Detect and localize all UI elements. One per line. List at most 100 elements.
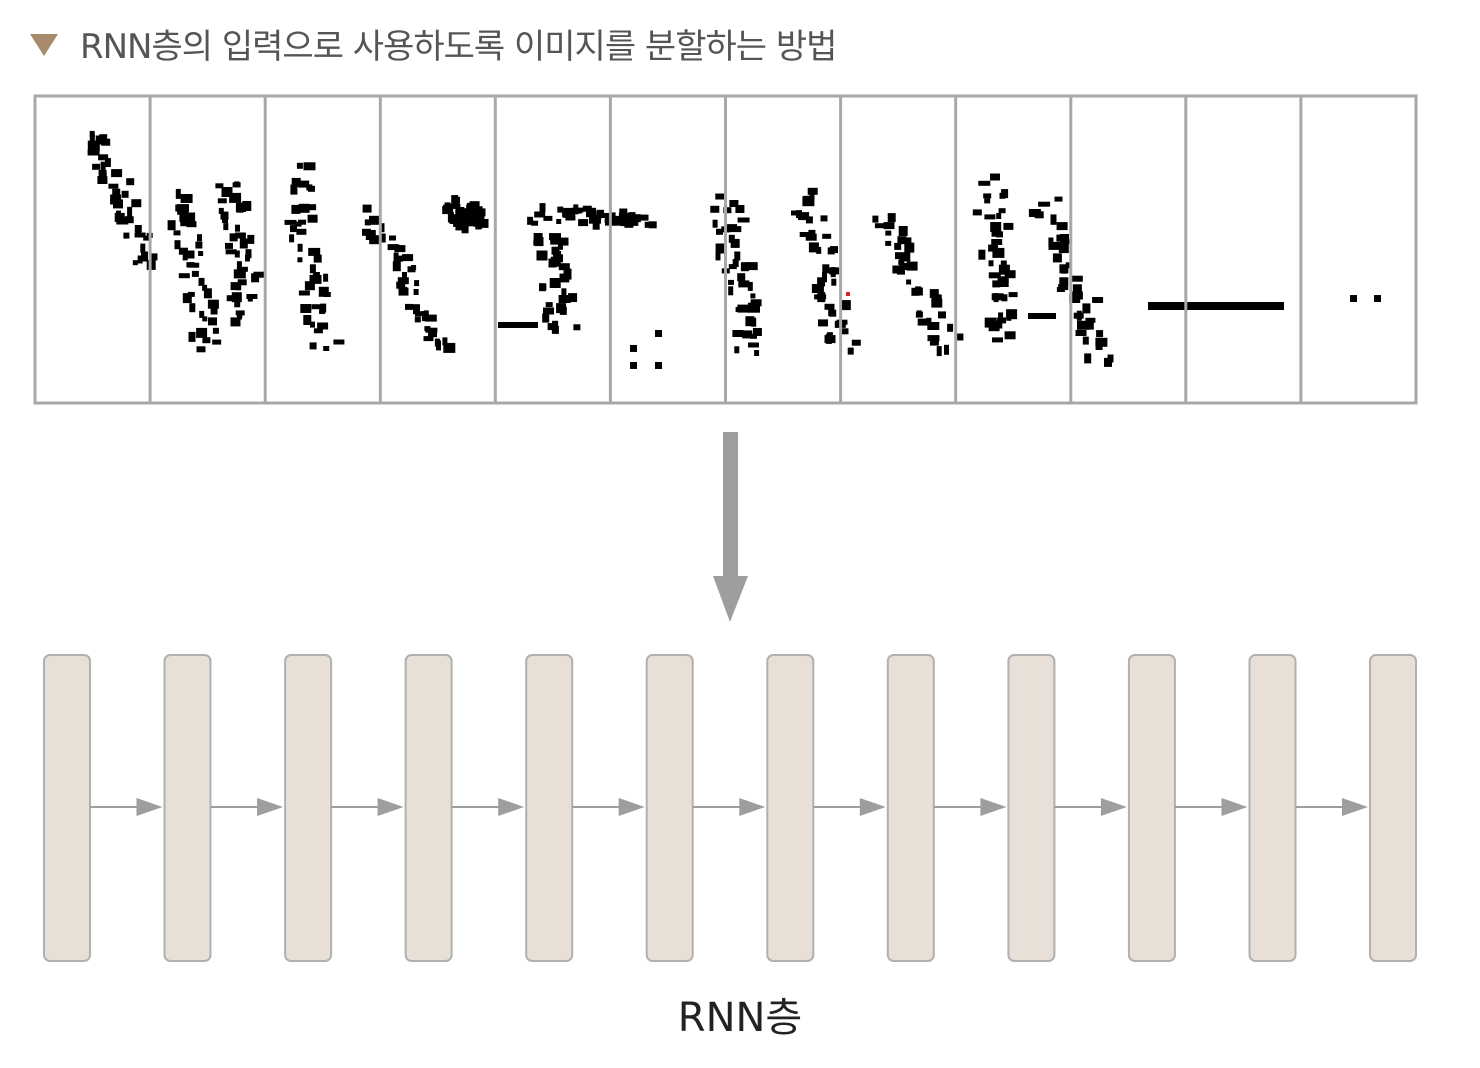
rnn-cell xyxy=(1248,654,1297,962)
ink-pixel xyxy=(323,346,330,351)
ink-pixel xyxy=(476,218,489,228)
ink-pixel xyxy=(173,230,181,236)
ink-pixel xyxy=(549,233,561,241)
ink-pixel xyxy=(177,204,189,213)
ink-pixel xyxy=(1082,303,1091,314)
rnn-cell xyxy=(163,654,212,962)
rnn-link-arrowhead xyxy=(739,798,766,816)
ink-pixel xyxy=(413,289,419,295)
rnn-link-arrowhead xyxy=(618,798,645,816)
ink-pixel xyxy=(897,268,905,275)
ink-pixel xyxy=(124,216,134,224)
ink-pixel xyxy=(389,235,396,241)
ink-pixel xyxy=(750,293,756,299)
ink-pixel xyxy=(818,319,828,327)
ink-pixel xyxy=(992,337,1003,343)
ink-pixel xyxy=(230,282,240,291)
ink-pixel xyxy=(887,213,896,223)
ink-pixel xyxy=(737,273,746,282)
ink-pixel xyxy=(553,251,561,258)
rnn-link-arrowhead xyxy=(980,798,1007,816)
rnn-cell xyxy=(886,654,935,962)
ink-pixel xyxy=(1072,284,1082,295)
ink-pixel xyxy=(824,335,836,344)
ink-pixel xyxy=(820,215,828,222)
ink-pixel xyxy=(297,257,303,263)
ink-pixel xyxy=(333,339,345,345)
ink-pixel xyxy=(99,134,108,141)
ink-pixel xyxy=(203,288,212,299)
ink-pixel xyxy=(839,300,851,311)
ink-pixel xyxy=(805,233,817,241)
ink-pixel xyxy=(113,199,123,209)
ink-pixel xyxy=(98,154,109,161)
ink-pixel xyxy=(586,208,594,218)
ink-pixel xyxy=(428,331,437,338)
ink-pixel xyxy=(123,232,130,239)
ink-pixel xyxy=(402,254,414,262)
ink-pixel xyxy=(831,278,837,286)
ink-pixel xyxy=(991,239,1003,245)
ink-pixel xyxy=(754,350,760,356)
ink-pixel xyxy=(188,331,196,342)
ink-dash xyxy=(1028,313,1056,319)
ink-pixel xyxy=(997,317,1007,324)
ink-pixel xyxy=(992,280,1001,288)
ink-pixel xyxy=(809,190,815,200)
ink-pixel xyxy=(296,228,307,235)
ink-pixel xyxy=(182,251,188,261)
ink-pixel xyxy=(309,342,317,350)
arrow-shaft xyxy=(723,432,738,580)
ink-pixel xyxy=(222,217,228,223)
ink-pixel xyxy=(900,226,907,234)
ink-pixel xyxy=(619,214,625,221)
ink-pixel xyxy=(362,204,372,213)
rnn-link-arrowhead xyxy=(1221,798,1248,816)
ink-pixel xyxy=(906,261,918,271)
ink-pixel xyxy=(559,277,570,283)
ink-pixel xyxy=(734,346,740,354)
rnn-recurrent-arrows xyxy=(90,798,1368,816)
ink-pixel xyxy=(221,187,233,197)
ink-pixel xyxy=(469,203,475,214)
ink-pixel xyxy=(543,316,549,322)
ink-pixel xyxy=(735,205,745,213)
ink-pixel xyxy=(998,264,1010,275)
ink-pixel xyxy=(911,287,920,296)
ink-pixel xyxy=(199,310,205,318)
ink-pixel xyxy=(313,328,323,334)
ink-pixel xyxy=(424,314,437,322)
ink-pixel xyxy=(936,346,942,357)
ink-pixel xyxy=(917,287,923,296)
ink-pixel xyxy=(536,250,548,261)
ink-pixel xyxy=(100,161,106,172)
ink-pixel xyxy=(122,218,128,223)
ink-pixel xyxy=(728,286,734,296)
ink-pixel xyxy=(234,250,240,258)
ink-pixel xyxy=(732,259,739,267)
ink-pixel xyxy=(298,290,310,296)
ink-pixel xyxy=(992,247,1005,258)
ink-pixel xyxy=(640,214,649,221)
ink-pixel xyxy=(296,162,303,169)
ink-pixel xyxy=(236,283,242,291)
ink-pixel xyxy=(197,234,202,242)
ink-pixel xyxy=(562,211,574,218)
ink-pixel xyxy=(547,323,556,331)
ink-pixel xyxy=(114,212,125,222)
figure-title-text: RNN층의 입력으로 사용하도록 이미지를 분할하는 방법 xyxy=(80,26,837,67)
ink-pixel xyxy=(397,277,409,285)
handwriting-ink xyxy=(87,130,1381,369)
ink-pixel xyxy=(619,208,628,215)
ink-pixel xyxy=(999,278,1009,287)
ink-pixel xyxy=(898,259,905,265)
rnn-link-arrowhead xyxy=(498,798,525,816)
ink-pixel xyxy=(98,170,107,175)
ink-pixel xyxy=(1076,310,1082,321)
ink-pixel xyxy=(1003,222,1014,230)
ink-pixel xyxy=(234,232,246,239)
ink-pixel xyxy=(1059,264,1069,274)
ink-pixel xyxy=(814,285,820,291)
ink-dot xyxy=(655,362,662,369)
